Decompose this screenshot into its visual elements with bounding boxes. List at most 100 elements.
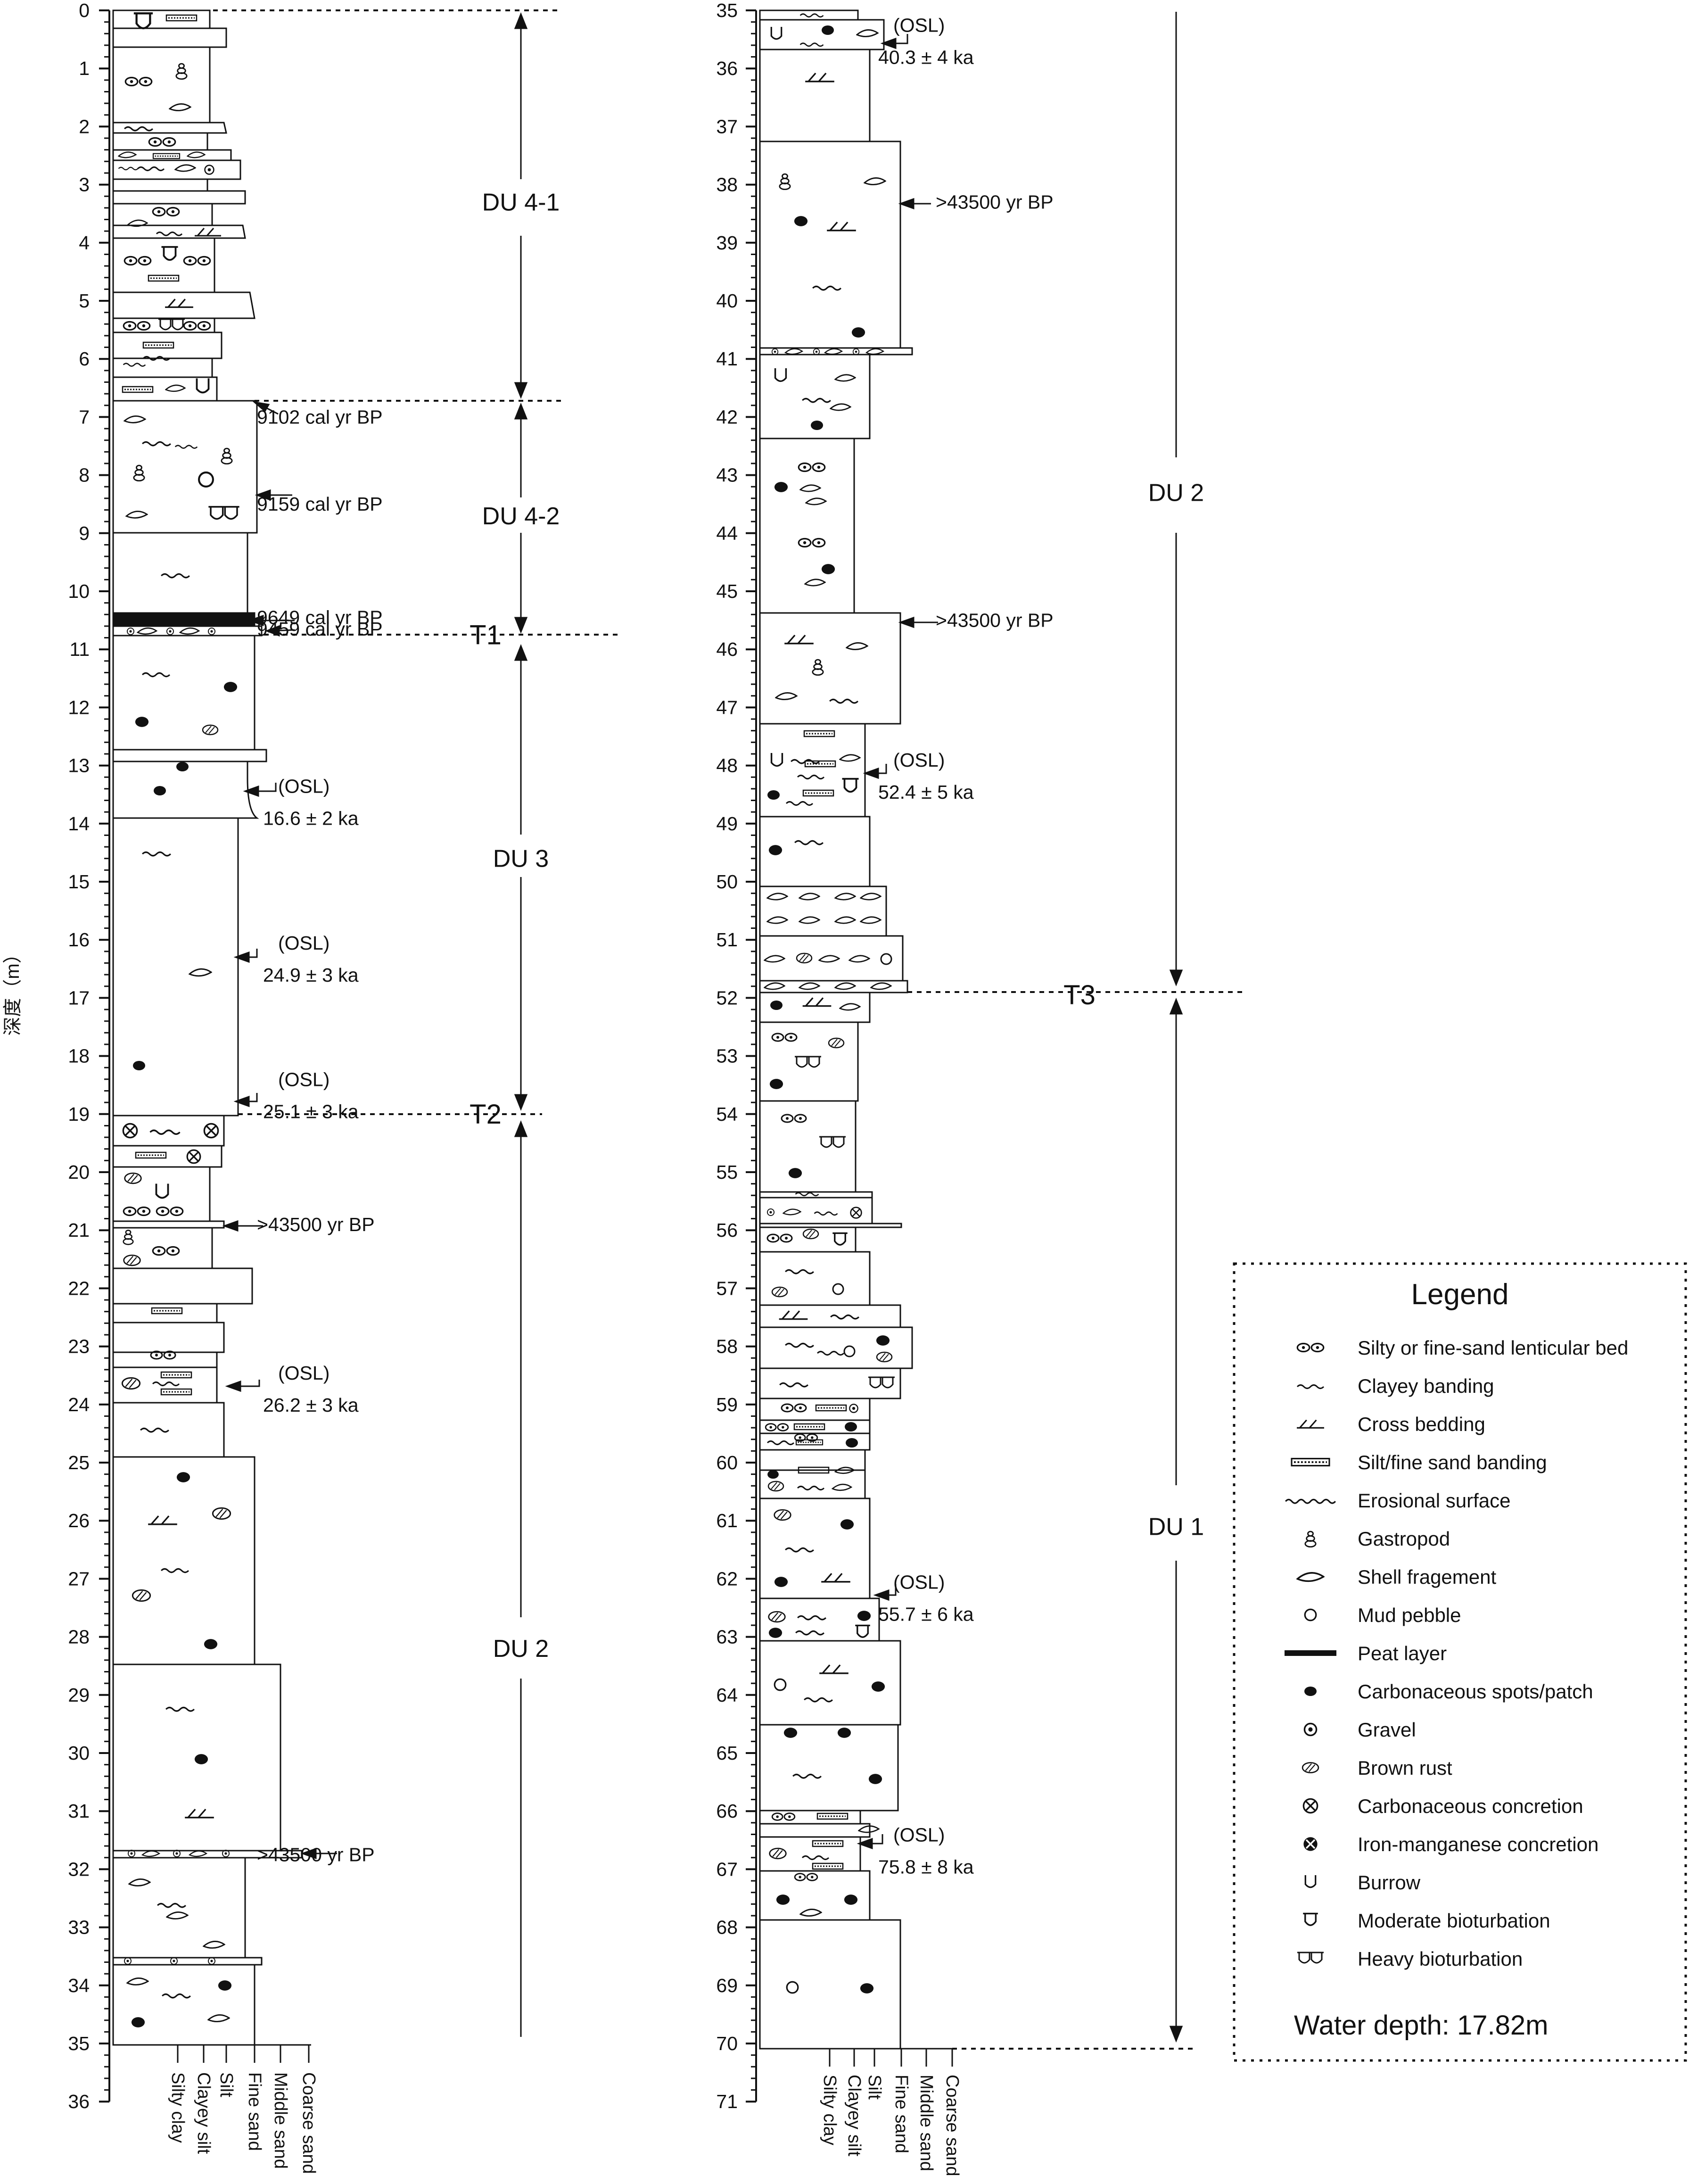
depth-tick-label: 29 [68,1684,90,1706]
depth-tick-label: 67 [716,1858,738,1880]
unit-label: DU 4-1 [482,189,560,216]
legend-item-label: Cross bedding [1358,1413,1485,1435]
depth-tick-label: 51 [716,929,738,951]
legend-item-label: Gravel [1358,1719,1416,1741]
date-method-label: (OSL) [278,932,330,954]
y-axis-title: 深度（m） [2,944,23,1035]
depth-tick-label: 33 [68,1917,90,1938]
legend-item-label: Shell fragement [1358,1566,1496,1588]
brown-rust-icon [1302,1762,1319,1773]
grain-size-label: Coarse sand [299,2072,319,2174]
depth-tick-label: 9 [79,522,90,544]
unit-label: DU 4-2 [482,503,560,530]
depth-tick-label: 1 [79,58,90,79]
depth-tick-label: 20 [68,1161,90,1183]
legend-item-label: Clayey banding [1358,1375,1494,1397]
depth-tick-label: 70 [716,2033,738,2054]
depth-tick-label: 3 [79,174,90,196]
depth-tick-label: 41 [716,348,738,370]
date-age-label: 75.8 ± 8 ka [878,1856,974,1878]
depth-axis-left: 0123456789101112131415161718192021222324… [68,0,110,2112]
depth-tick-label: 57 [716,1277,738,1299]
depth-tick-label: 52 [716,987,738,1009]
legend-item-label: Erosional surface [1358,1489,1511,1512]
depth-tick-label: 65 [716,1742,738,1764]
depth-tick-label: 19 [68,1103,90,1125]
depth-tick-label: 18 [68,1045,90,1067]
date-label: >43500 yr BP [936,610,1054,631]
date-method-label: (OSL) [893,1824,945,1845]
date-label: >43500 yr BP [257,1844,375,1866]
depth-tick-label: 11 [69,638,90,660]
date-age-label: 24.9 ± 3 ka [263,964,359,986]
date-label: >43500 yr BP [936,191,1054,213]
depth-axis-right: 3536373839404142434445464748495051525354… [716,0,757,2112]
left-column-symbols [118,13,240,2027]
date-method-label: (OSL) [893,1571,945,1593]
legend-item-label: Burrow [1358,1871,1421,1894]
peat-icon [1285,1650,1336,1656]
gastropod-icon [1304,1530,1317,1548]
boundary-label: T1 [470,620,502,650]
left-column-beds [112,9,303,2046]
legend: Legend Silty or fine-sand lenticular bed… [1233,1262,1687,2062]
date-method-label: (OSL) [278,1069,330,1091]
depth-tick-label: 58 [716,1336,738,1357]
unit-label: DU 2 [1148,480,1204,507]
depth-tick-label: 24 [68,1394,90,1415]
grain-size-label: Silt [216,2072,236,2097]
boundary-label: T3 [1063,980,1096,1010]
depth-tick-label: 55 [716,1161,738,1183]
depth-tick-label: 28 [68,1626,90,1648]
burrow-icon [1304,1874,1317,1888]
depth-tick-label: 2 [79,116,90,137]
depth-tick-label: 0 [79,0,90,21]
legend-item-label: Moderate bioturbation [1358,1910,1550,1932]
date-method-label: (OSL) [893,15,945,36]
depth-tick-label: 13 [68,755,90,777]
right-column-symbols [764,13,896,1994]
depth-tick-label: 14 [68,813,90,835]
date-age-label: 25.1 ± 3 ka [263,1101,359,1123]
depth-tick-label: 16 [68,929,90,951]
depth-tick-label: 35 [68,2033,90,2054]
date-age-label: 16.6 ± 2 ka [263,808,359,829]
unit-label: DU 3 [493,845,549,873]
depth-tick-label: 32 [68,1858,90,1880]
date-label: 9459 cal yr BP [257,618,383,640]
legend-item-label: Gastropod [1358,1528,1450,1550]
date-age-label: 55.7 ± 6 ka [878,1603,974,1625]
legend-frame [1233,1262,1687,2062]
carbon-concretion-icon [1302,1798,1318,1814]
depth-tick-label: 10 [68,580,90,602]
legend-item-label: Carbonaceous spots/patch [1358,1680,1593,1703]
left-date-arrows [222,401,337,1860]
legend-item-label: Silt/fine sand banding [1358,1451,1547,1473]
grain-size-label: Middle sand [271,2072,290,2169]
legend-item-label: Mud pebble [1358,1604,1461,1626]
depth-tick-label: 50 [716,871,738,893]
depth-tick-label: 21 [68,1219,90,1241]
date-label: 9102 cal yr BP [257,406,383,428]
depth-tick-label: 61 [716,1510,738,1531]
depth-tick-label: 39 [716,232,738,254]
right-boundary-lines [907,991,1244,2050]
grain-size-label: Fine sand [891,2075,911,2153]
date-age-label: 26.2 ± 3 ka [263,1394,359,1416]
depth-tick-label: 64 [716,1684,738,1706]
right-column-beds [759,9,913,2050]
heavy-bioturbation-icon [1296,1952,1325,1964]
date-method-label: (OSL) [893,749,945,771]
grain-size-label: Fine sand [245,2072,264,2151]
date-label: >43500 yr BP [257,1214,375,1235]
depth-tick-label: 47 [716,696,738,718]
clayey-banding-icon [1296,1384,1325,1389]
depth-tick-label: 5 [79,290,90,312]
depth-tick-label: 4 [79,232,90,254]
shell-icon [1296,1572,1325,1582]
cross-bedding-icon [1296,1419,1325,1429]
depth-tick-label: 60 [716,1452,738,1473]
fe-mn-concretion-icon [1302,1836,1318,1852]
depth-tick-label: 71 [716,2091,738,2112]
depth-tick-label: 37 [716,116,738,137]
